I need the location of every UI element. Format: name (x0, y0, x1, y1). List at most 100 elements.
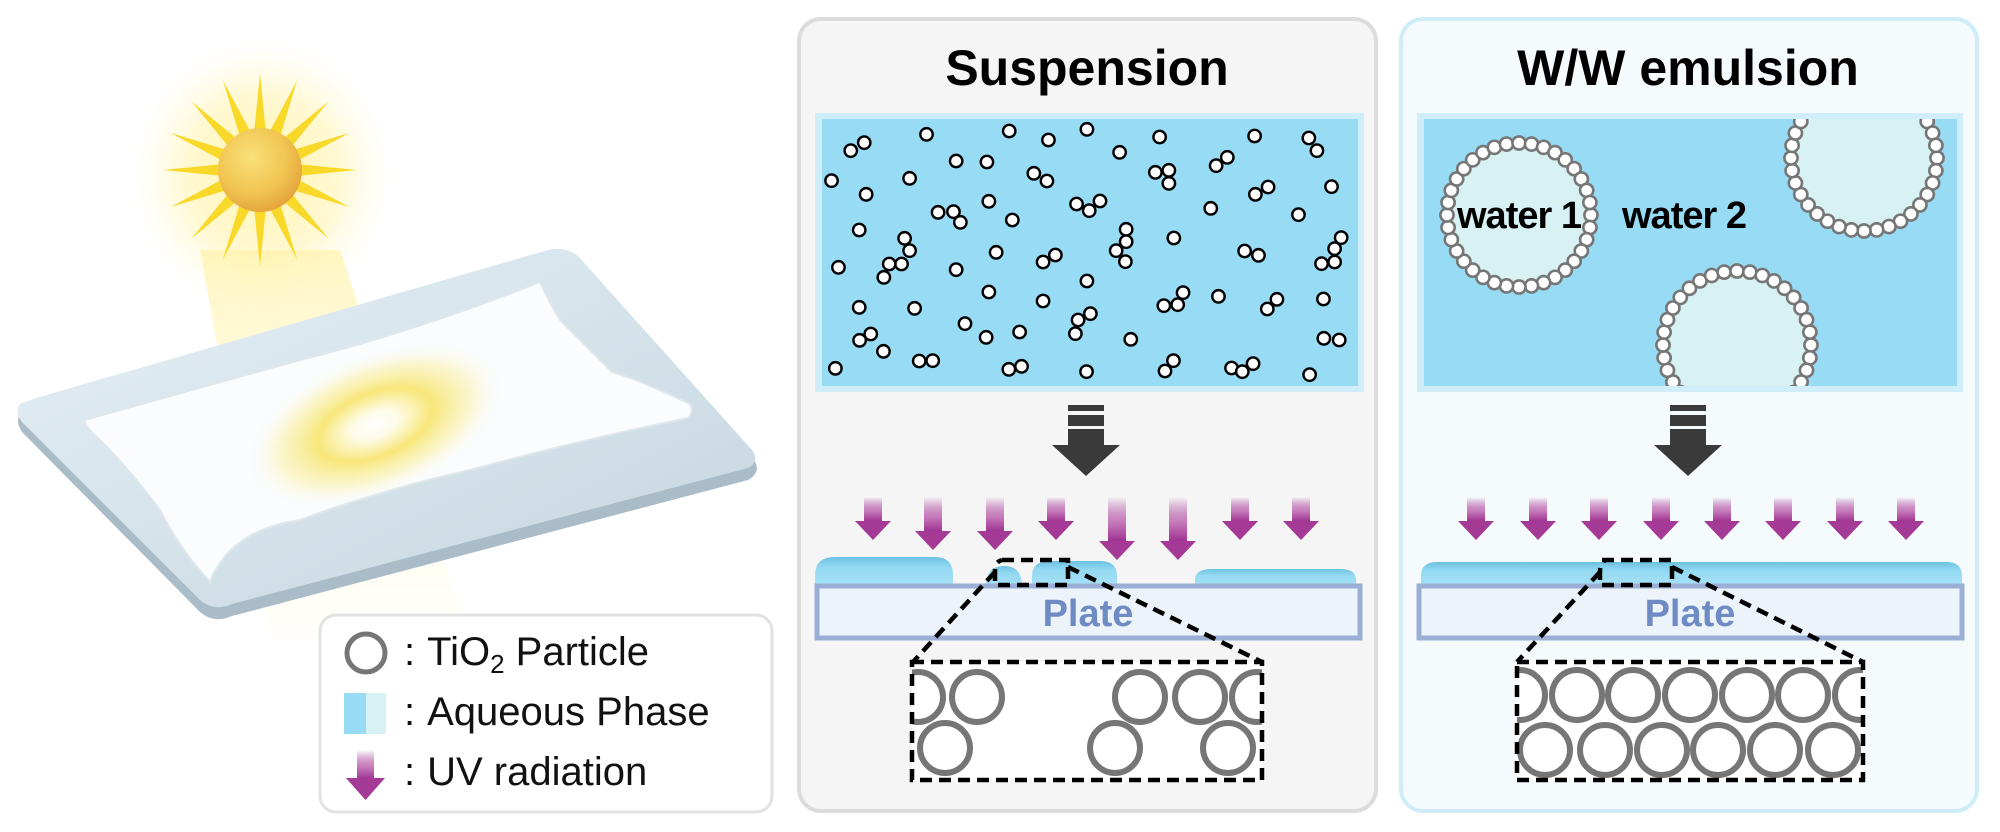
sun-ray (267, 200, 298, 260)
tio2-particle-magnified (1229, 669, 1262, 725)
tio2-particle (1161, 175, 1177, 191)
tio2-particle (1583, 207, 1599, 223)
tio2-particle (1800, 197, 1816, 213)
emulsion-plate (1416, 583, 1965, 641)
aqueous-island (1195, 569, 1356, 586)
tio2-particle (1573, 243, 1590, 259)
tio2-particle (843, 143, 859, 159)
sun-ray (163, 163, 225, 177)
tio2-particle (1251, 247, 1266, 263)
uv-arrow-shaft (1713, 497, 1731, 522)
tio2-particle (1523, 278, 1540, 294)
zoom-guide-left (1515, 570, 1602, 664)
tio2-particle-magnified (1690, 722, 1746, 778)
tio2-particle (851, 222, 867, 238)
tio2-particle (831, 259, 846, 275)
tio2-particle (1324, 179, 1339, 195)
tio2-particle-magnified (1577, 722, 1633, 778)
tio2-particle (1082, 306, 1098, 322)
tio2-particle-magnified (1087, 720, 1143, 776)
tio2-particle (902, 170, 918, 186)
legend-label-aqueous: :Aqueous Phase (404, 690, 710, 734)
tio2-particle (1123, 331, 1139, 347)
tio2-particle (1511, 135, 1527, 151)
uv-arrow-head (1765, 521, 1801, 540)
suspension-liquid (822, 119, 1358, 386)
tio2-particle (1234, 364, 1250, 380)
tio2-particle (1582, 194, 1598, 211)
uv-arrow-icon (1704, 497, 1740, 540)
tio2-particle (979, 154, 995, 170)
emulsion-zoom-callout (1515, 557, 1865, 665)
tio2-particle (1819, 213, 1836, 230)
tio2-particle (1809, 206, 1825, 222)
tio2-particle (1237, 243, 1253, 259)
uv-arrow-shaft (924, 497, 942, 532)
tio2-particle (981, 284, 997, 300)
tio2-particle (948, 153, 964, 169)
zoom-source-box (992, 557, 1071, 588)
tio2-particle (1302, 367, 1318, 383)
tio2-particle (824, 173, 839, 189)
tio2-particle (1464, 151, 1481, 168)
sun-ray (222, 200, 253, 260)
uv-arrow-shaft (1590, 497, 1608, 522)
sun-ray (280, 101, 329, 150)
tio2-particle-magnified (1549, 667, 1605, 723)
tio2-particle (1108, 243, 1124, 259)
sun-ray (290, 177, 350, 208)
tio2-particle (1161, 162, 1177, 178)
tio2-particle (1247, 186, 1263, 202)
emulsion-inset-particles (1517, 667, 1863, 778)
emulsion-panel: W/W emulsion water 1 water 2 Plate (1399, 17, 1979, 813)
uv-arrow-icon (1827, 497, 1863, 540)
emulsion-droplets (1439, 119, 1945, 386)
tio2-particle (1675, 384, 1685, 386)
tio2-particle (1665, 300, 1681, 316)
tio2-particle (1766, 273, 1782, 289)
tio2-particle (1219, 149, 1235, 165)
aqueous-swatch-inner-icon (366, 693, 386, 734)
process-arrow-icon (1654, 405, 1722, 476)
tio2-particle (1175, 285, 1191, 301)
emulsion-droplet (1439, 135, 1599, 295)
tio2-particle (1912, 197, 1928, 213)
uv-arrow-shaft (1108, 497, 1126, 542)
emulsion-inset-box (1514, 659, 1866, 783)
uv-arrow-head (1283, 521, 1319, 540)
water-1-label: water 1 (1456, 195, 1582, 237)
uv-arrow-head (1222, 521, 1258, 540)
tio2-particle (1118, 234, 1134, 250)
tio2-particle (1659, 362, 1676, 379)
tio2-particle-magnified (912, 669, 946, 725)
tio2-particle (1448, 171, 1465, 187)
sun-ray (191, 190, 240, 239)
tio2-particle-magnified (917, 720, 973, 776)
uv-arrow-head (1038, 521, 1074, 540)
tio2-particle (1703, 267, 1720, 284)
tio2-particle (925, 353, 941, 369)
tio2-particle (1557, 262, 1574, 279)
uv-arrow-head (1581, 521, 1617, 540)
tio2-particle (1166, 230, 1182, 246)
tio2-particle (1269, 291, 1285, 307)
tio2-particle-icon (344, 631, 388, 675)
uv-arrow-icon (1458, 497, 1494, 540)
legend: :TiO2 Particle :Aqueous Phase :UV radiat… (318, 613, 774, 814)
tio2-particle (1012, 324, 1028, 340)
sun-ray (170, 177, 230, 208)
emulsion-aqueous-film (1421, 562, 1962, 586)
uv-arrow-icon (915, 497, 951, 550)
sun-ray (267, 80, 298, 140)
uv-arrows (1458, 497, 1924, 540)
tio2-particle (1152, 129, 1168, 145)
tio2-particle (911, 353, 927, 369)
tio2-particle (948, 262, 964, 278)
tio2-particle (1333, 230, 1349, 246)
emulsion-droplet (1783, 119, 1945, 239)
tio2-particle (1067, 326, 1083, 342)
tio2-particle (1291, 207, 1306, 223)
arrow-head (1052, 445, 1120, 476)
tio2-particle (1868, 221, 1885, 238)
